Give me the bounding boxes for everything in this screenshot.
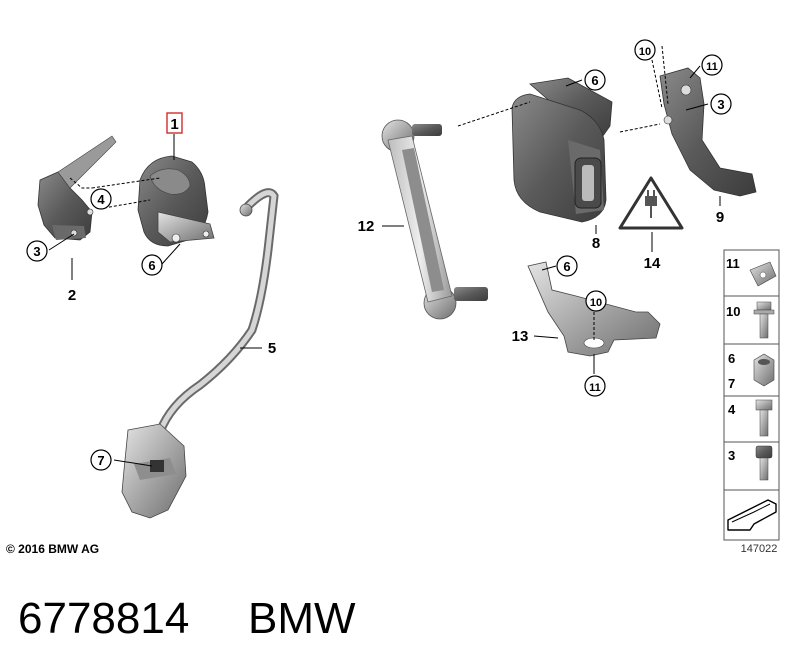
direction-arrow-icon (727, 499, 777, 531)
label-part-6: 6 (563, 259, 570, 274)
label-part-7: 7 (97, 453, 104, 468)
callout-circle-10 (585, 290, 607, 312)
callout-circle-11 (584, 375, 606, 397)
callout-circle-6 (556, 255, 578, 277)
callouts: 1 2 3 4 6 5 7 12 6 8 14 10 11 3 9 6 10 1… (26, 39, 732, 471)
legend-label-3: 3 (728, 448, 735, 463)
callout-circle-11 (701, 54, 723, 76)
bracket-part-2 (37, 135, 117, 241)
legend-label-4: 4 (728, 402, 736, 417)
flange-bolt-icon (753, 301, 775, 339)
callout-circle-3 (710, 93, 732, 115)
label-part-6: 6 (148, 258, 155, 273)
label-part-3: 3 (33, 244, 40, 259)
callout-circle-7 (90, 449, 112, 471)
label-part-3: 3 (717, 97, 724, 112)
label-part-1: 1 (170, 116, 178, 133)
label-part-4: 4 (97, 192, 105, 207)
legend-label-7: 7 (728, 376, 735, 391)
label-part-11: 11 (706, 61, 718, 73)
clip-nut-icon (749, 261, 777, 287)
label-part-8: 8 (592, 235, 600, 252)
label-part-10: 10 (590, 297, 602, 309)
callout-circle-6 (141, 254, 163, 276)
copyright: © 2016 BMW AG (6, 542, 99, 556)
height-sensor-part-8 (511, 77, 613, 223)
part-number: 6778814 (18, 594, 189, 643)
leader-lines (48, 45, 721, 467)
rod-part-12 (381, 119, 488, 320)
callout-circle-6 (584, 69, 606, 91)
label-part-11: 11 (589, 382, 601, 394)
label-part-2: 2 (68, 287, 76, 304)
diagram-number: 147022 (741, 543, 778, 555)
label-part-10: 10 (639, 46, 651, 58)
linkage-rod-part-5 (121, 188, 279, 519)
callout-circle-4 (90, 188, 112, 210)
brand-name: BMW (248, 594, 356, 643)
label-part-13: 13 (512, 328, 529, 345)
socket-screw-icon (755, 445, 773, 481)
warning-label-part-14 (618, 176, 684, 230)
label-part-14: 14 (644, 255, 661, 272)
label-part-12: 12 (358, 218, 375, 235)
highlight-box-part-1 (166, 112, 183, 134)
hex-nut-icon (753, 353, 775, 387)
plug-icon (645, 190, 657, 218)
label-part-5: 5 (268, 340, 276, 357)
hardware-legend: 11 10 6 7 4 3 (723, 249, 780, 541)
label-part-6: 6 (591, 73, 598, 88)
label-part-9: 9 (716, 209, 724, 226)
callout-circle-10 (634, 39, 656, 61)
legend-label-10: 10 (726, 304, 740, 319)
height-sensor-part-1 (137, 155, 215, 247)
bracket-part-9 (659, 67, 757, 197)
hex-bolt-icon (755, 399, 773, 437)
legend-label-11: 11 (726, 256, 740, 271)
callout-circle-3 (26, 240, 48, 262)
legend-label-6: 6 (728, 351, 735, 366)
